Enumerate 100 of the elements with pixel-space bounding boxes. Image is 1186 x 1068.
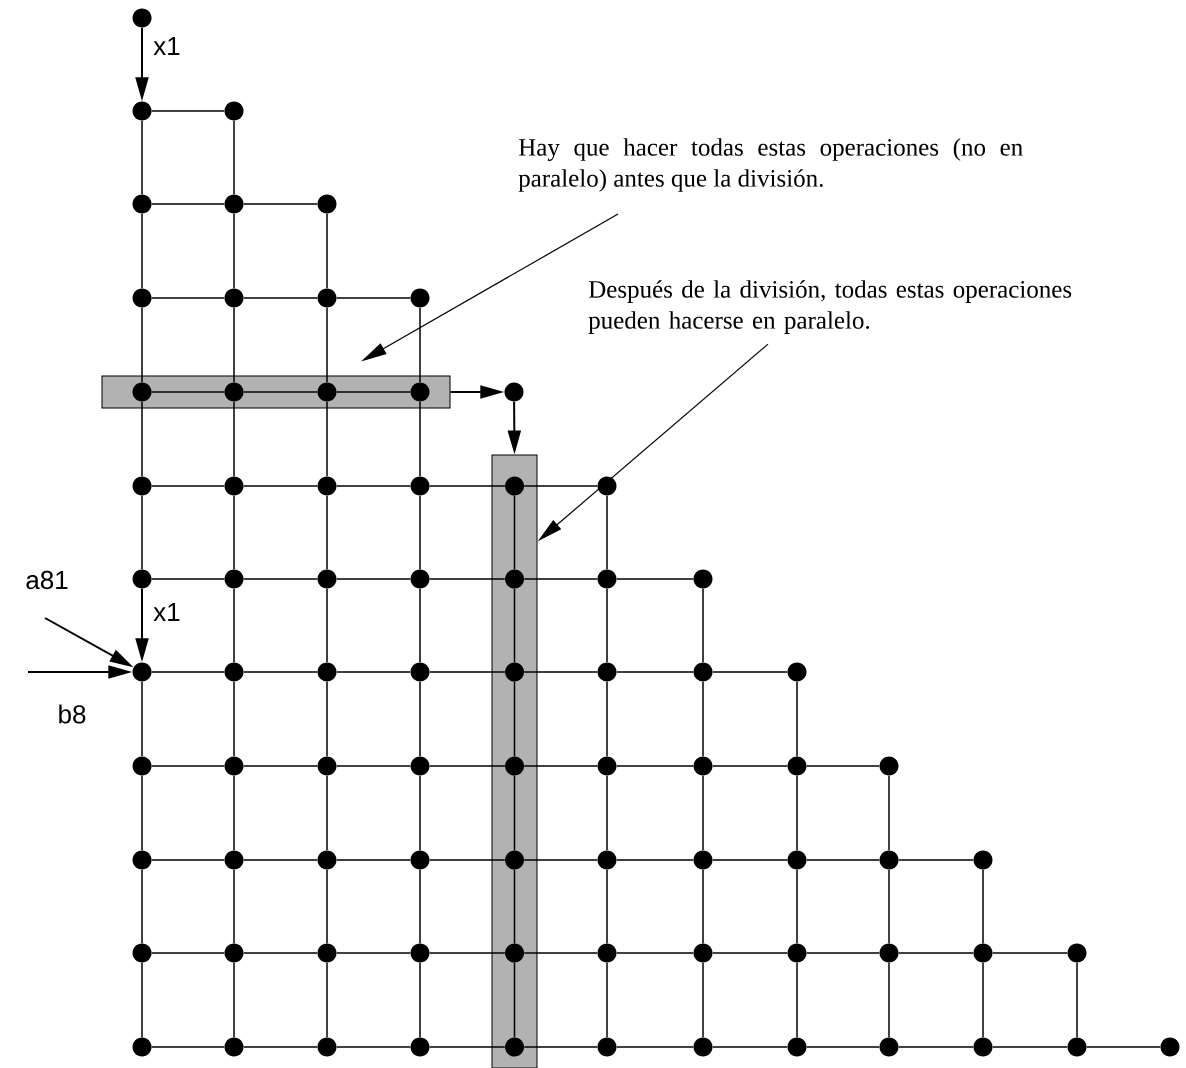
connector-line [702,680,704,758]
dot [132,756,152,776]
dot [505,476,524,496]
dot [879,943,899,963]
dot [224,101,244,121]
connector-line [233,774,235,852]
connector-line [150,578,226,580]
connector-line [796,868,798,945]
connector-line [606,774,608,852]
dot [973,850,993,870]
connector-line [150,1046,226,1048]
connector-line [335,391,412,393]
dot [1067,943,1087,963]
connector-line [141,868,143,945]
dot [224,662,244,682]
dot [224,288,244,308]
dot [132,288,152,308]
connector-line [326,212,328,290]
connector-line [428,671,506,673]
connector-line [150,952,226,954]
connector-line [523,765,599,767]
dot [597,943,617,963]
connector-line [335,485,412,487]
connector-line [335,671,412,673]
connector-line [428,1046,506,1048]
dot [132,943,152,963]
connector-line [523,952,599,954]
connector-line [888,774,890,852]
connector-line [326,494,328,571]
connector-line [513,494,516,571]
dot [597,756,617,776]
connector-line [513,868,516,945]
connector-line [335,1046,412,1048]
connector-line [150,671,226,673]
dot [132,194,152,214]
connector-line [711,952,789,954]
dot [317,756,337,776]
connector-line [242,671,319,673]
connector-line [141,119,143,196]
connector-line [513,587,516,664]
connector-line [150,297,226,299]
connector-line [242,859,319,861]
dot [317,662,337,682]
dot [787,943,807,963]
dot [224,476,244,496]
dot [317,194,337,214]
connector-line [326,774,328,852]
dot [693,850,713,870]
connector-line [428,859,506,861]
connector-line [141,306,143,384]
dot [132,1037,152,1057]
connector-line [513,961,516,1039]
connector-line [233,680,235,758]
dot [224,756,244,776]
connector-line [711,1046,789,1048]
dot [505,943,524,963]
dot [132,101,152,121]
connector-line [326,961,328,1039]
edge-label: a81 [24,569,70,591]
dot [410,382,430,402]
dot [132,662,152,682]
connector-line [513,774,516,852]
dot [597,662,617,682]
dot [787,850,807,870]
connector-line [796,774,798,852]
dot [410,569,430,589]
connector-line [523,578,599,580]
connector-line [606,961,608,1039]
dot [879,850,899,870]
connector-line [419,400,421,478]
dot [410,943,430,963]
connector-line [711,859,789,861]
connector-line [615,1046,695,1048]
connector-line [982,961,984,1039]
dot [410,850,430,870]
connector-line [702,961,704,1039]
connector-line [796,680,798,758]
connector-line [326,868,328,945]
connector-line [419,306,421,384]
connector-line [428,765,506,767]
connector-line [150,203,226,205]
dot [973,1037,993,1057]
dot [224,850,244,870]
connector-line [419,587,421,664]
connector-line [242,952,319,954]
connector-line [428,952,506,954]
connector-line [615,765,695,767]
connector-line [233,961,235,1039]
connector-line [150,110,226,112]
dot [317,1037,337,1057]
connector-line [141,212,143,290]
connector-line [513,680,516,758]
connector-line [335,297,412,299]
connector-line [150,485,226,487]
connector-line [233,587,235,664]
connector-line [419,961,421,1039]
dot [693,1037,713,1057]
connector-line [711,765,789,767]
dot [597,850,617,870]
dot [1067,1037,1087,1057]
